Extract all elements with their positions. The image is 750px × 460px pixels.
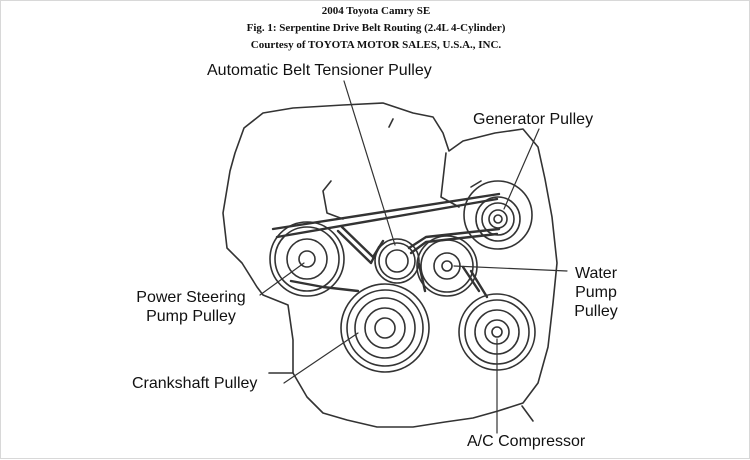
label-power-steering: Power Steering Pump Pulley bbox=[125, 288, 257, 326]
tensioner-pulley bbox=[374, 238, 420, 284]
engine-detail bbox=[521, 405, 534, 422]
label-tensioner: Automatic Belt Tensioner Pulley bbox=[207, 62, 432, 79]
generator-leader bbox=[503, 128, 540, 210]
engine-detail bbox=[440, 152, 460, 208]
figure-header: 2004 Toyota Camry SE Fig. 1: Serpentine … bbox=[1, 3, 750, 54]
tensioner-leader bbox=[343, 80, 396, 246]
leader-lines bbox=[259, 80, 568, 434]
label-crankshaft: Crankshaft Pulley bbox=[132, 375, 258, 392]
crankshaft-pulley bbox=[340, 283, 430, 373]
crankshaft-leader bbox=[283, 332, 359, 384]
engine-detail bbox=[388, 118, 394, 128]
label-water-pump-line: Pulley bbox=[574, 303, 618, 320]
power-steering-pulley bbox=[269, 221, 345, 297]
power-steering-leader bbox=[259, 262, 305, 296]
label-water-pump-line: Water bbox=[574, 265, 618, 282]
label-power-steering-line: Power Steering bbox=[136, 289, 246, 306]
engine-outline bbox=[222, 102, 558, 428]
water-pump-leader bbox=[453, 265, 568, 272]
figure-caption: Fig. 1: Serpentine Drive Belt Routing (2… bbox=[246, 22, 506, 34]
courtesy-line: Courtesy of TOYOTA MOTOR SALES, U.S.A., … bbox=[250, 39, 502, 51]
label-ac-compressor: A/C Compressor bbox=[467, 433, 586, 450]
label-generator: Generator Pulley bbox=[473, 111, 594, 128]
label-water-pump: Water Pump Pulley bbox=[569, 264, 623, 321]
generator-pulley bbox=[463, 180, 533, 250]
engine-detail bbox=[322, 180, 344, 220]
label-water-pump-line: Pump bbox=[575, 284, 617, 301]
vehicle-title: 2004 Toyota Camry SE bbox=[321, 5, 431, 17]
engine-detail bbox=[470, 180, 482, 188]
water-pump-pulley bbox=[416, 235, 478, 297]
label-power-steering-line: Pump Pulley bbox=[146, 308, 236, 325]
